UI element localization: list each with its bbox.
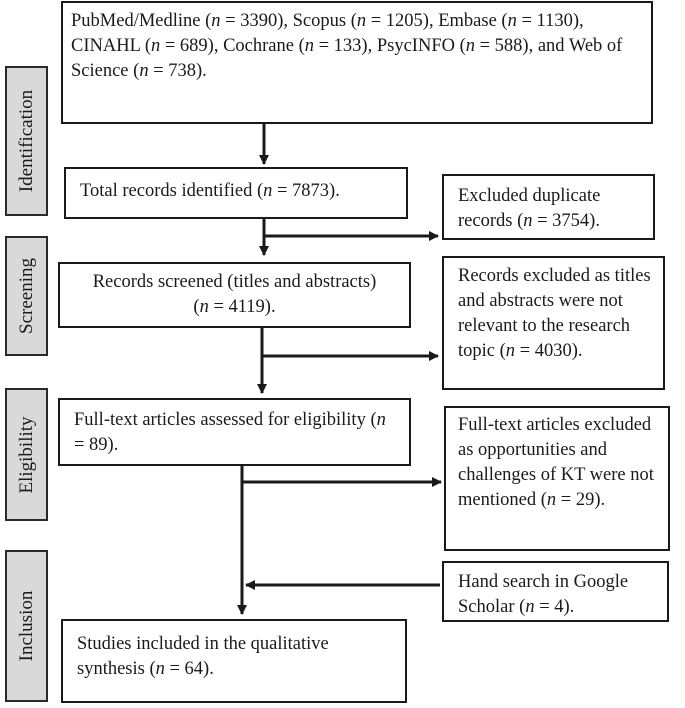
box-full-text-assessed: Full-text articles assessed for eligibil…	[58, 398, 411, 466]
box-total-records: Total records identified (n = 7873).	[64, 167, 408, 219]
phase-identification: Identification	[5, 66, 48, 216]
phase-screening: Screening	[5, 236, 48, 356]
phase-eligibility: Eligibility	[5, 388, 48, 521]
box-hand-search: Hand search in Google Scholar (n = 4).	[442, 561, 669, 622]
box-studies-included: Studies included in the qualitative synt…	[61, 619, 407, 703]
box-full-text-excluded: Full-text articles excluded as opportuni…	[444, 406, 670, 551]
box-excluded-not-relevant: Records excluded as titles and abstracts…	[442, 256, 665, 390]
phase-inclusion: Inclusion	[5, 550, 48, 702]
box-database-sources: PubMed/Medline (n = 3390), Scopus (n = 1…	[61, 1, 653, 124]
box-records-screened: Records screened (titles and abstracts) …	[58, 262, 411, 328]
box-excluded-duplicates: Excluded duplicate records (n = 3754).	[442, 174, 655, 240]
